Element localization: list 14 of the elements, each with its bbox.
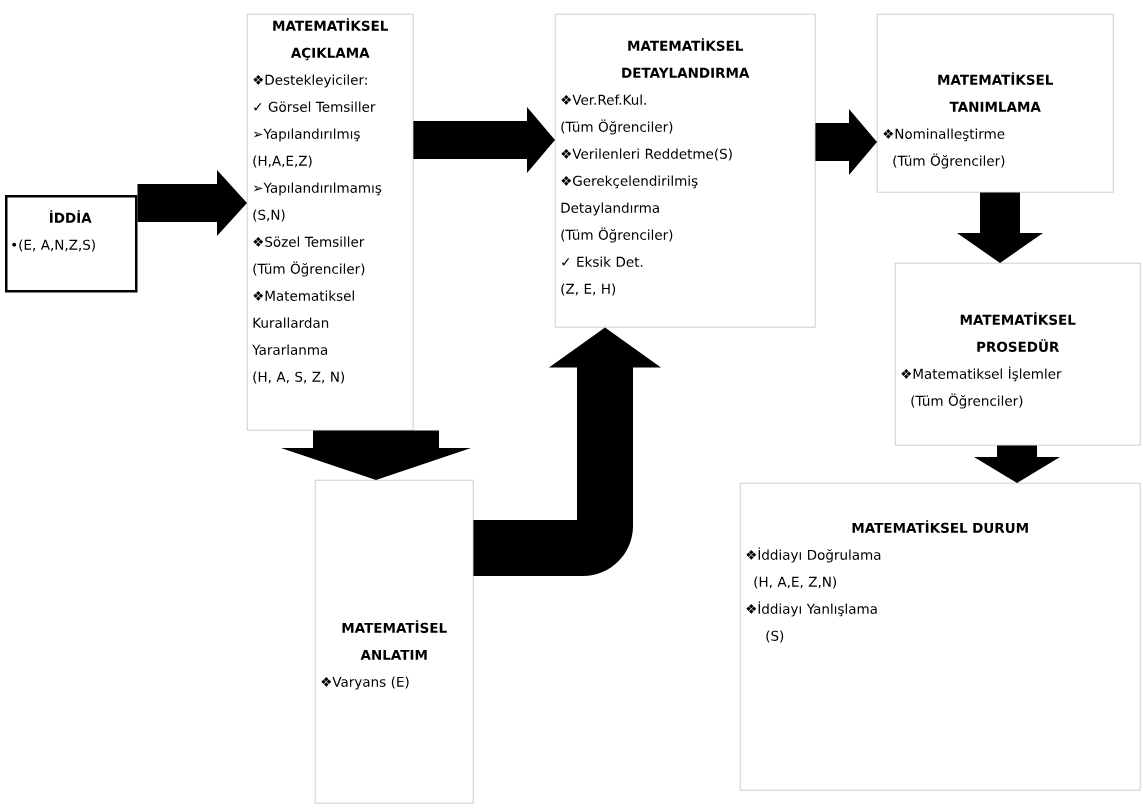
block-arrow	[815, 109, 877, 175]
process-box: MATEMATİKSEL TANIMLAMA ❖Nominalleştirme (Tüm Öğrenciler)	[877, 14, 1114, 193]
block-arrow	[473, 327, 661, 576]
process-box: MATEMATİKSEL PROSEDÜR ❖Matematiksel İşlemler (Tüm Öğrenciler)	[895, 263, 1141, 446]
process-box: MATEMATİSEL ANLATIM ❖Varyans (E)	[315, 480, 474, 804]
block-arrow	[957, 192, 1043, 263]
block-arrow	[413, 107, 555, 173]
process-box: MATEMATİKSEL AÇIKLAMA ❖Destekleyiciler: ✓ Görsel Temsiller ➢Yapılandırılmış (H,A,E,Z) ➢Yapılandırılmamış (S,N) ❖Sözel Temsiller (Tüm Öğrenciler) ❖Matematiksel Kurallardan Yararlanma (H, A, S, Z, N)	[247, 14, 414, 431]
process-box: MATEMATİKSEL DURUM ❖İddiayı Doğrulama (H, A,E, Z,N) ❖İddiayı Yanlışlama (S)	[740, 483, 1141, 791]
block-arrow	[281, 430, 471, 480]
process-box: MATEMATİKSEL DETAYLANDIRMA ❖Ver.Ref.Kul. (Tüm Öğrenciler) ❖Verilenleri Reddetme(S) ❖Gerekçelendirilmiş Detaylandırma (Tüm Öğrenciler) ✓ Eksik Det. (Z, E, H)	[555, 14, 816, 328]
block-arrow	[974, 445, 1060, 483]
block-arrow	[137, 170, 247, 236]
process-box: İDDİA •(E, A,N,Z,S)	[5, 195, 138, 293]
